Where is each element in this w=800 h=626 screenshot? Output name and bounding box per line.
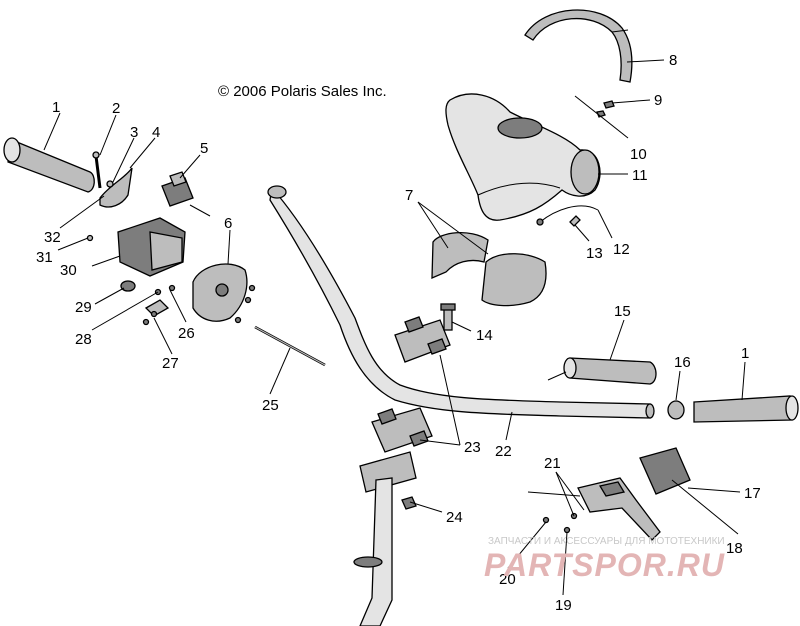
- part-7-covers: [431, 231, 547, 307]
- callout-28: 28: [75, 331, 92, 348]
- part-27-cover: [142, 299, 170, 326]
- part-20-screw: [542, 516, 550, 524]
- callout-20: 20: [499, 571, 516, 588]
- part-29-plug: [120, 280, 136, 292]
- callout-8: 8: [669, 52, 677, 69]
- leader-lines: [43, 59, 746, 596]
- part-30-throttle-housing: [117, 217, 186, 277]
- part-22-handlebar: [267, 185, 655, 419]
- part-17-switch-housing: [639, 447, 691, 495]
- callout-1-right: 1: [741, 345, 749, 362]
- part-5-switch: [161, 171, 211, 217]
- callout-27: 27: [162, 355, 179, 372]
- callout-10: 10: [630, 146, 647, 163]
- callout-12: 12: [613, 241, 630, 258]
- callout-22: 22: [495, 443, 512, 460]
- callout-32: 32: [44, 229, 61, 246]
- callout-24: 24: [446, 509, 463, 526]
- callout-29: 29: [75, 299, 92, 316]
- part-31-pin: [86, 234, 94, 242]
- part-2-bolt: [92, 151, 102, 189]
- callout-17: 17: [744, 485, 761, 502]
- part-16-spacer: [667, 400, 685, 420]
- callout-18: 18: [726, 540, 743, 557]
- watermark-tagline: ЗАПЧАСТИ И АКСЕССУАРЫ ДЛЯ МОТОТЕХНИКИ: [488, 536, 725, 547]
- part-1-right-grip: [693, 395, 799, 423]
- part-4-throttle-lever: [99, 167, 133, 208]
- copyright-text: © 2006 Polaris Sales Inc.: [218, 83, 387, 100]
- part-24-nut: [401, 496, 417, 510]
- callout-3: 3: [130, 124, 138, 141]
- callout-9: 9: [654, 92, 662, 109]
- callout-19: 19: [555, 597, 572, 614]
- part-19-screw: [563, 526, 571, 534]
- part-11-headlight-pod: [445, 93, 601, 221]
- part-15-grip-heater: [547, 357, 657, 385]
- part-8-upper-trim: [524, 9, 633, 83]
- callout-6: 6: [224, 215, 232, 232]
- callout-5: 5: [200, 140, 208, 157]
- part-1-left-grip: [3, 137, 95, 193]
- callout-30: 30: [60, 262, 77, 279]
- callout-23: 23: [464, 439, 481, 456]
- part-25-throttle-cable: [254, 325, 326, 367]
- callout-16: 16: [674, 354, 691, 371]
- callout-13: 13: [586, 245, 603, 262]
- part-26-screw: [168, 284, 176, 292]
- callout-1-left: 1: [52, 99, 60, 116]
- steering-post: [353, 451, 417, 626]
- part-14-bolt: [440, 303, 456, 331]
- callout-21: 21: [544, 455, 561, 472]
- callout-4: 4: [152, 124, 160, 141]
- part-3-washer: [106, 180, 114, 188]
- callout-11: 11: [632, 167, 648, 184]
- part-18-brake-lever: [577, 477, 661, 541]
- callout-25: 25: [262, 397, 279, 414]
- watermark: ЗАПЧАСТИ И АКСЕССУАРЫ ДЛЯ МОТОТЕХНИКИ PA…: [484, 536, 725, 583]
- callout-2: 2: [112, 100, 120, 117]
- callout-31: 31: [36, 249, 53, 266]
- part-13-clip: [569, 215, 581, 227]
- callout-7: 7: [405, 187, 413, 204]
- part-9-screw: [603, 100, 615, 109]
- part-6-throttle-cover: [192, 263, 256, 324]
- part-23-upper-clamp: [394, 316, 451, 363]
- callout-15: 15: [614, 303, 631, 320]
- part-brake-cable: [527, 491, 581, 497]
- callout-numbers: 1 2 3 4 5 6 7 8 9 10 11 12 13 14 15 16 1…: [36, 52, 761, 614]
- part-12-harness: [536, 205, 599, 226]
- callout-26: 26: [178, 325, 195, 342]
- watermark-logo: PARTSPOR.RU: [484, 547, 725, 583]
- part-23-lower-clamp: [371, 407, 433, 453]
- callout-14: 14: [476, 327, 493, 344]
